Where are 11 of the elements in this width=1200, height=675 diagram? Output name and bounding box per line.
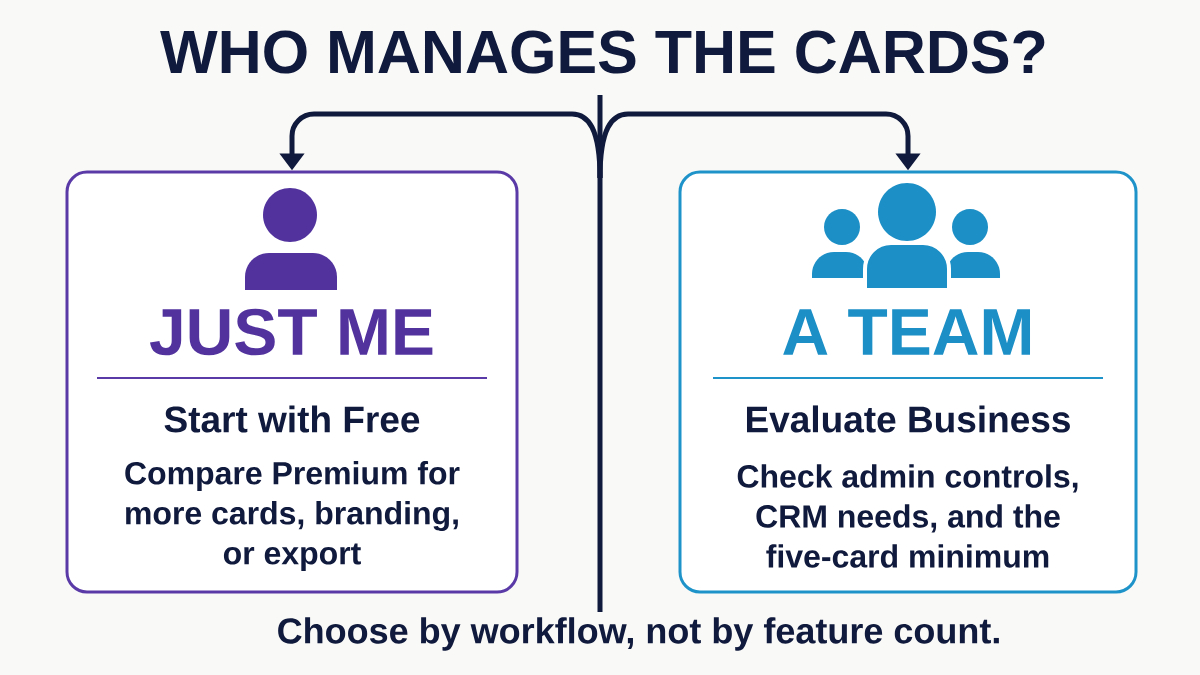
title: WHO MANAGES THE CARDS?	[160, 30, 1045, 74]
heading: JUST ME	[150, 308, 433, 356]
description: Compare Premium for more cards, branding, or export	[125, 461, 460, 571]
heading: A TEAM	[783, 309, 1030, 355]
option-card	[65, 170, 519, 594]
arrow	[597, 111, 921, 179]
caption: Choose by workflow, not by feature count.	[278, 617, 999, 651]
subheading: Evaluate Business	[747, 405, 1070, 433]
description: Check admin controls, CRM needs, and the five-card minimum	[737, 464, 1078, 568]
subheading: Start with Free	[164, 405, 420, 433]
option-card	[678, 170, 1138, 594]
